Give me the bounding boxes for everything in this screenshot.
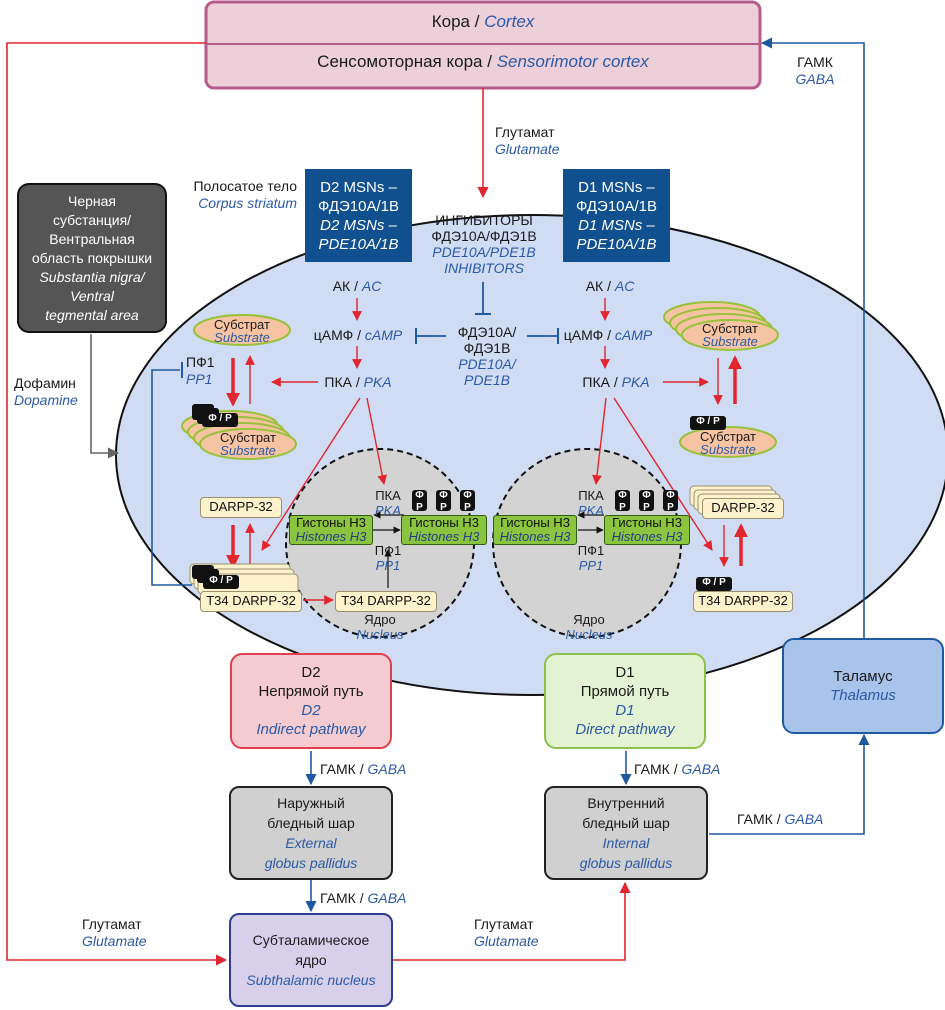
substrate-right-top [663,301,779,351]
substrate-left-top [193,314,291,346]
substrate-right-bottom [679,426,777,458]
gaba-label-gpe: ГАМК / GABA [320,890,407,906]
dopamine-line [90,334,120,459]
d1-msn-box: D1 MSNs –ФДЭ10А/1В D1 MSNs –PDE10A/1B [563,169,670,262]
camp-right: цАМФ / cAMP [563,327,653,343]
gaba-label-d2: ГАМК / GABA [320,761,407,777]
ac-left: АК / AC [332,278,382,294]
t34-darpp-left: T34 DARPP-32 [200,591,302,612]
t34-darpp-right: T34 DARPP-32 [693,591,793,612]
darpp-left: DARPP-32 [200,497,282,518]
cortex-stn-line [6,42,228,966]
pka-right: ПКА / PKA [582,374,650,390]
t34-darpp-nucleus: T34 DARPP-32 [335,591,437,612]
substantia-nigra-box: Черная субстанция/ Вентральная область п… [17,183,167,333]
stn-gpi-line [392,881,631,961]
ac-right: АК / AC [585,278,635,294]
cortex-title: Кора / Cortex [431,12,535,31]
phospho-tag-right-substrate: Ф / P [690,416,726,430]
phospho-tag-right-darpp: Ф / P [696,577,732,591]
phospho-tag-left-darpp: Ф / P [203,575,239,589]
sensorimotor-title: Сенсомоторная кора / Sensorimotor cortex [317,52,649,71]
gpi-thalamus-line [709,733,870,835]
thalamus-cortex-line [760,37,865,638]
pka-left: ПКА / PKA [324,374,392,390]
darpp-right: DARPP-32 [702,498,784,519]
gaba-label-gpi: ГАМК / GABA [737,811,824,827]
d2-msn-box: D2 MSNs –ФДЭ10А/1В D2 MSNs –PDE10A/1B [305,169,412,262]
pde-label: ФДЭ10А/ФДЭ1В PDE10A/PDE1B [457,324,517,388]
camp-left: цАМФ / cAMP [313,327,403,343]
gaba-label-d1: ГАМК / GABA [634,761,721,777]
phospho-tag-left-substrate: Ф / P [202,413,238,427]
